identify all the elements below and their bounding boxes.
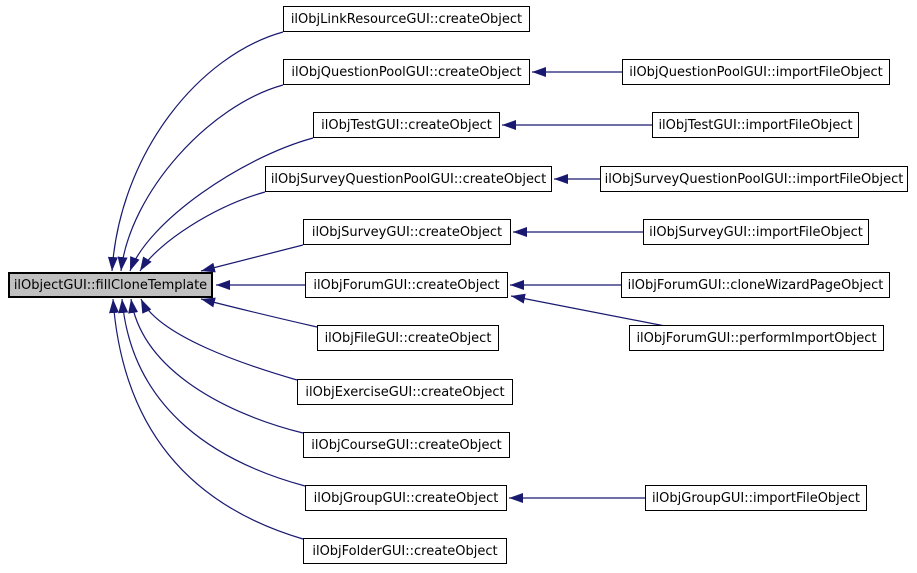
edge-group-create-to-fillclonetemplate xyxy=(118,298,306,487)
edge-course-create-to-fillclonetemplate xyxy=(128,298,304,434)
node-ilobjsurveyquestionpoolgui-createobject[interactable]: ilObjSurveyQuestionPoolGUI::createObject xyxy=(265,166,552,192)
node-ilobjfoldergui-createobject[interactable]: ilObjFolderGUI::createObject xyxy=(303,538,507,564)
edge-questionpool-create-to-fillclonetemplate xyxy=(117,84,284,272)
node-ilobjfilegui-createobject[interactable]: ilObjFileGUI::createObject xyxy=(317,325,499,351)
edge-folder-create-to-fillclonetemplate xyxy=(109,298,304,540)
node-ilobjgroupgui-createobject[interactable]: ilObjGroupGUI::createObject xyxy=(305,485,507,511)
node-ilobjtestgui-createobject[interactable]: ilObjTestGUI::createObject xyxy=(313,112,500,138)
node-ilobjsurveygui-createobject[interactable]: ilObjSurveyGUI::createObject xyxy=(303,219,511,245)
node-ilobjexercisegui-createobject[interactable]: ilObjExerciseGUI::createObject xyxy=(297,379,513,405)
edge-forum-performimport-to-create xyxy=(510,293,666,327)
node-ilobjsurveyquestionpoolgui-importfileobject[interactable]: ilObjSurveyQuestionPoolGUI::importFileOb… xyxy=(600,166,908,192)
node-ilobjcoursegui-createobject[interactable]: ilObjCourseGUI::createObject xyxy=(303,432,510,458)
edge-file-create-to-fillclonetemplate xyxy=(200,297,318,328)
edge-surveyquestionpool-create-to-fillclonetemplate xyxy=(139,191,266,272)
node-ilobjforumgui-clonewizardpageobject[interactable]: ilObjForumGUI::cloneWizardPageObject xyxy=(621,272,890,298)
node-ilobjquestionpoolgui-createobject[interactable]: ilObjQuestionPoolGUI::createObject xyxy=(283,59,530,85)
edge-exercise-create-to-fillclonetemplate xyxy=(140,298,298,381)
node-ilobjlinkresourcegui-createobject[interactable]: ilObjLinkResourceGUI::createObject xyxy=(283,6,530,32)
edge-test-create-to-fillclonetemplate xyxy=(129,137,314,272)
node-ilobjforumgui-performimportobject[interactable]: ilObjForumGUI::performImportObject xyxy=(629,325,884,351)
node-ilobjtestgui-importfileobject[interactable]: ilObjTestGUI::importFileObject xyxy=(652,112,859,138)
node-ilobjforumgui-createobject[interactable]: ilObjForumGUI::createObject xyxy=(305,272,508,298)
node-ilobjsurveygui-importfileobject[interactable]: ilObjSurveyGUI::importFileObject xyxy=(643,219,869,245)
node-ilobjgroupgui-importfileobject[interactable]: ilObjGroupGUI::importFileObject xyxy=(645,485,867,511)
node-ilobjquestionpoolgui-importfileobject[interactable]: ilObjQuestionPoolGUI::importFileObject xyxy=(622,59,890,85)
node-ilobjectgui-fillclonetemplate[interactable]: ilObjectGUI::fillCloneTemplate xyxy=(8,272,213,298)
edge-survey-create-to-fillclonetemplate xyxy=(200,244,304,273)
edge-linkresource-create-to-fillclonetemplate xyxy=(107,31,284,272)
